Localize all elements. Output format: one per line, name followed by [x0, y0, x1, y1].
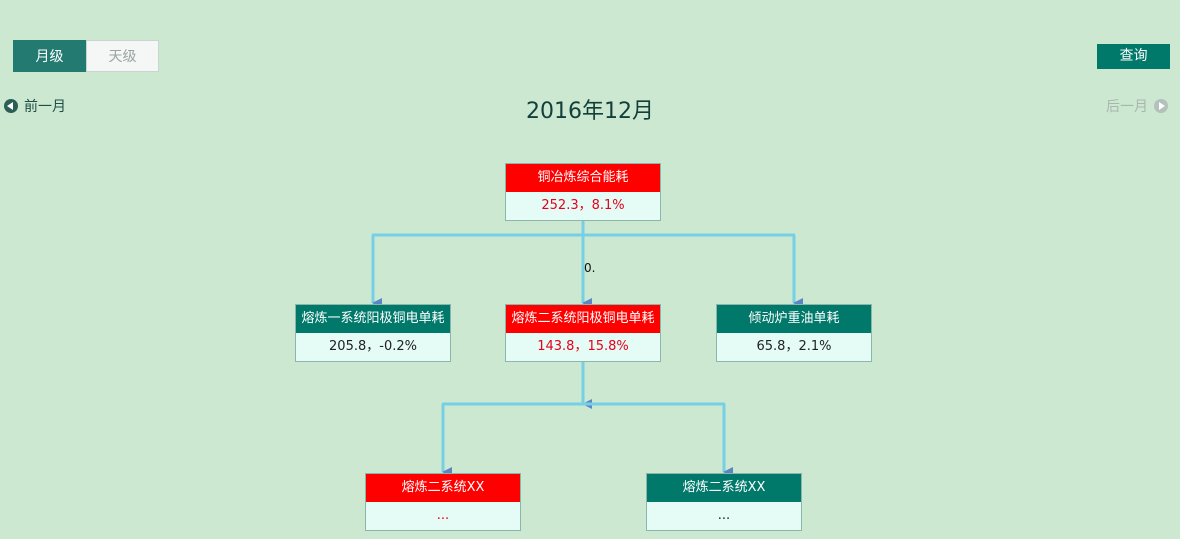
node-title: 熔炼一系统阳极铜电单耗 — [296, 305, 450, 333]
node-title: 倾动炉重油单耗 — [717, 305, 871, 333]
node-value: 205.8，-0.2% — [329, 339, 417, 354]
node-gchild1[interactable]: 熔炼二系统XX ... — [365, 473, 521, 531]
node-child3[interactable]: 倾动炉重油单耗 65.8，2.1% — [716, 304, 872, 362]
arrow-right-icon — [1154, 99, 1168, 113]
node-title: 熔炼二系统XX — [366, 474, 520, 502]
period-tabs: 月级 天级 — [13, 40, 159, 72]
tab-monthly[interactable]: 月级 — [13, 40, 86, 72]
page-title: 2016年12月 — [526, 99, 654, 124]
node-root[interactable]: 铜冶炼综合能耗 252.3，8.1% — [505, 163, 661, 221]
node-value: 252.3，8.1% — [541, 198, 625, 213]
node-child1[interactable]: 熔炼一系统阳极铜电单耗 205.8，-0.2% — [295, 304, 451, 362]
node-value: 143.8，15.8% — [537, 339, 629, 354]
arrow-left-icon — [4, 99, 18, 113]
node-title: 铜冶炼综合能耗 — [506, 164, 660, 192]
next-month-button[interactable]: 后一月 — [1106, 96, 1168, 116]
connector-label: 0. — [584, 261, 596, 275]
query-button[interactable]: 查询 — [1097, 44, 1170, 69]
next-month-label: 后一月 — [1106, 99, 1148, 115]
node-value: ... — [717, 508, 731, 523]
prev-month-button[interactable]: 前一月 — [4, 96, 66, 116]
node-value: 65.8，2.1% — [756, 339, 832, 354]
node-child2[interactable]: 熔炼二系统阳极铜电单耗 143.8，15.8% — [505, 304, 661, 362]
prev-month-label: 前一月 — [24, 99, 66, 115]
node-title: 熔炼二系统XX — [647, 474, 801, 502]
node-value: ... — [436, 508, 450, 523]
tab-daily[interactable]: 天级 — [86, 40, 159, 72]
node-gchild2[interactable]: 熔炼二系统XX ... — [646, 473, 802, 531]
node-title: 熔炼二系统阳极铜电单耗 — [506, 305, 660, 333]
